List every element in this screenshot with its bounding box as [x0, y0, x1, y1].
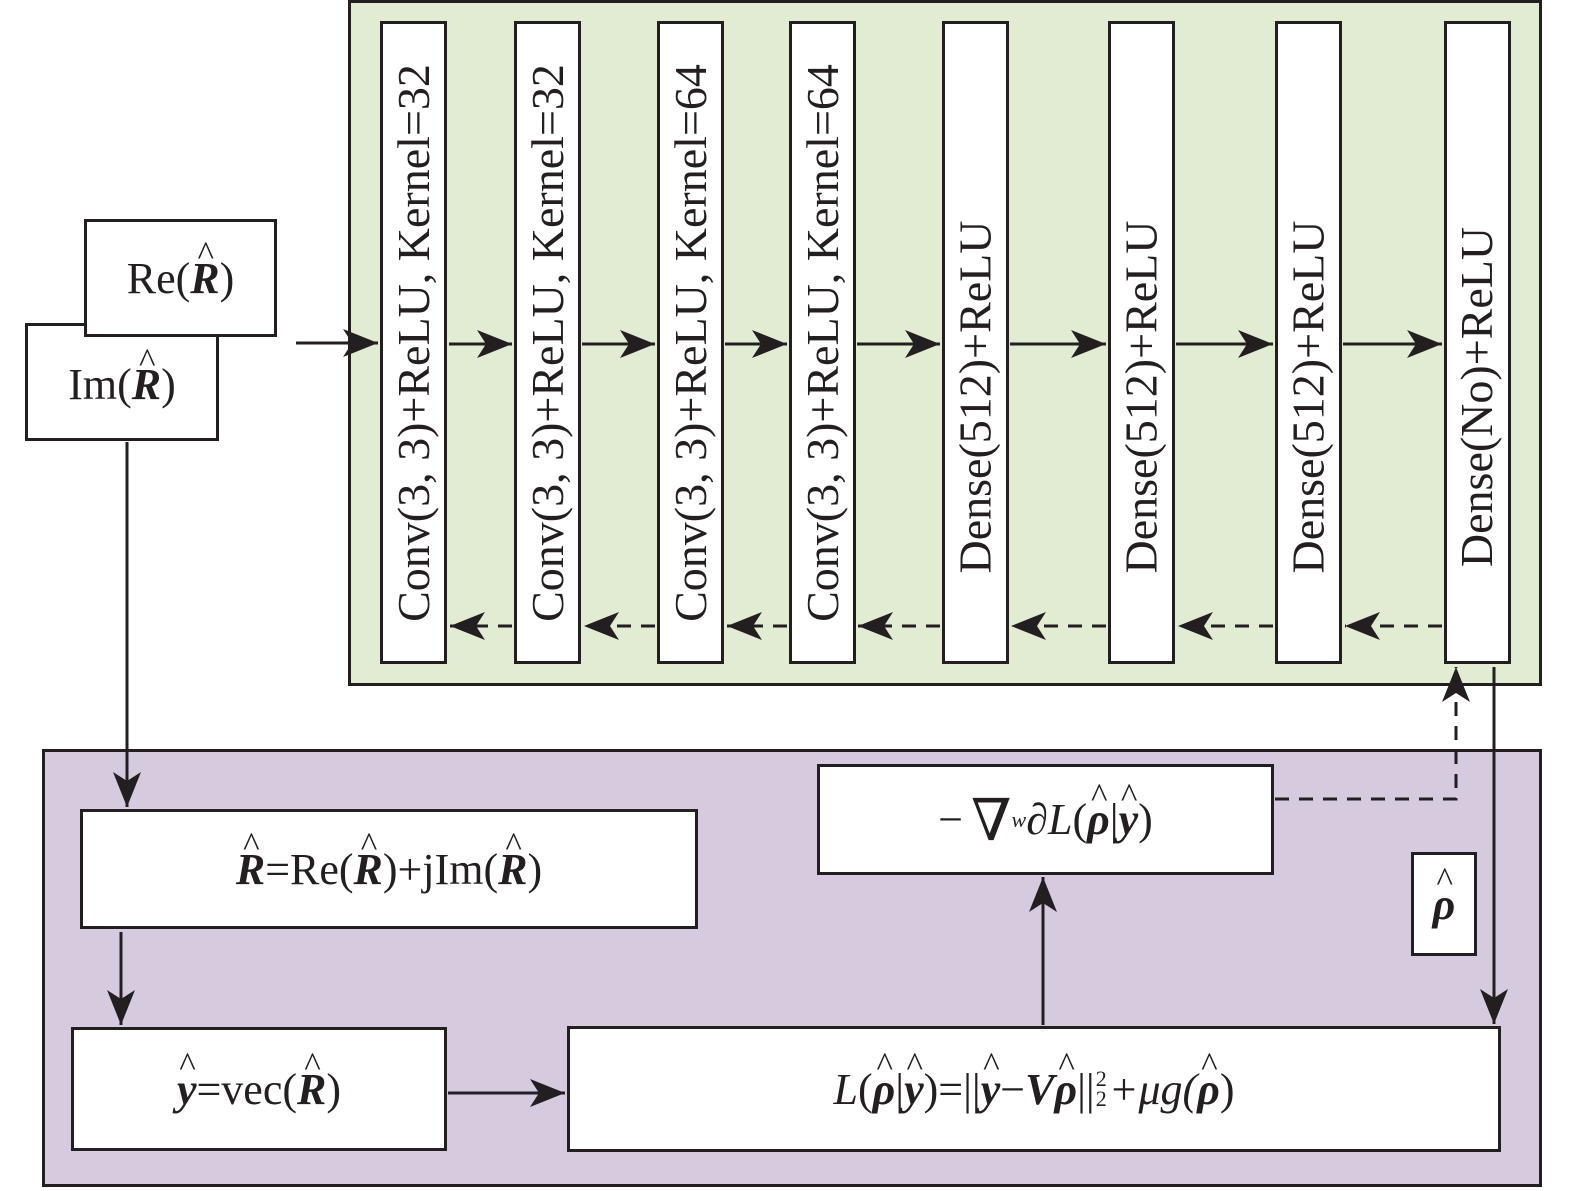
layer-conv-3: Conv(3, 3)+ReLU, Kernel=64: [657, 21, 724, 664]
layer-dense-output: Dense(No)+ReLU: [1444, 21, 1511, 664]
rho-hat-symbol: ρ: [1197, 1064, 1220, 1115]
layer-dense-3: Dense(512)+ReLU: [1275, 21, 1342, 664]
conditional-bar: |: [1109, 795, 1119, 844]
im-prefix: Im(: [68, 360, 132, 409]
layer-label: Dense(512)+ReLU: [949, 220, 1001, 574]
output-rho-box: ρ: [1411, 852, 1477, 956]
real-part-input-box: Re(R): [84, 219, 277, 337]
layer-label: Dense(No)+ReLU: [1451, 226, 1503, 568]
re-prefix: Re(: [126, 253, 191, 303]
r-hat-symbol: R: [236, 844, 265, 895]
y-hat-symbol: y: [981, 1064, 1001, 1115]
vec-operator: =vec(: [196, 1064, 298, 1114]
im-suffix: ): [161, 360, 176, 409]
nabla-icon: ∇: [971, 787, 1012, 853]
close-paren: ): [527, 844, 543, 894]
close-paren: ): [1138, 795, 1153, 844]
equals-sign: =: [265, 844, 291, 894]
minus-sign: −: [1000, 1064, 1026, 1114]
regularizer-term: +μg(: [1108, 1064, 1198, 1114]
imag-part-input-box: Im(R): [25, 323, 219, 441]
loss-function-box: L(ρ|y)=||y−Vρ||22+μg(ρ): [567, 1026, 1501, 1152]
norm-close: ||: [1077, 1064, 1095, 1114]
rho-hat-symbol: ρ: [1054, 1064, 1077, 1115]
layer-label: Conv(3, 3)+ReLU, Kernel=32: [387, 63, 439, 622]
y-hat-symbol: y: [1119, 794, 1139, 845]
gradient-box: −∇w∂L(ρ|y): [817, 764, 1274, 875]
v-matrix-symbol: V: [1025, 1064, 1055, 1114]
vectorize-box: y=vec(R): [71, 1027, 447, 1151]
norm-subscript: 2: [1095, 1086, 1107, 1111]
open-paren: (: [857, 1064, 873, 1114]
loss-symbol: L: [833, 1064, 858, 1114]
rho-hat-symbol: ρ: [873, 1064, 896, 1115]
r-hat-symbol: R: [132, 359, 161, 410]
y-hat-symbol: y: [904, 1064, 924, 1115]
r-hat-symbol: R: [190, 253, 219, 304]
partial-symbol: ∂: [1026, 795, 1048, 844]
close-paren: ): [1219, 1064, 1235, 1114]
open-paren: (: [1072, 795, 1088, 844]
close-paren: ): [326, 1064, 342, 1114]
layer-label: Conv(3, 3)+ReLU, Kernel=64: [796, 63, 848, 622]
layer-conv-4: Conv(3, 3)+ReLU, Kernel=64: [789, 21, 856, 664]
loss-symbol: L: [1047, 795, 1073, 844]
layer-conv-1: Conv(3, 3)+ReLU, Kernel=32: [380, 21, 447, 664]
layer-label: Dense(512)+ReLU: [1115, 220, 1167, 574]
weight-subscript: w: [1011, 806, 1027, 832]
rho-hat-symbol: ρ: [1433, 879, 1456, 930]
norm-superscript: 2: [1095, 1066, 1107, 1092]
rho-hat-symbol: ρ: [1087, 794, 1110, 845]
complex-combine-box: R=Re(R)+jIm(R): [80, 809, 698, 929]
re-prefix: Re(: [290, 844, 354, 894]
layer-label: Conv(3, 3)+ReLU, Kernel=32: [521, 63, 573, 622]
r-hat-symbol: R: [354, 844, 383, 895]
layer-dense-2: Dense(512)+ReLU: [1108, 21, 1175, 664]
layer-label: Dense(512)+ReLU: [1282, 220, 1334, 574]
im-prefix: )+jIm(: [382, 844, 499, 894]
equals-norm-open: )=||: [923, 1064, 981, 1114]
r-hat-symbol: R: [297, 1064, 326, 1115]
layer-dense-1: Dense(512)+ReLU: [942, 21, 1009, 664]
re-suffix: ): [219, 253, 235, 303]
y-hat-symbol: y: [177, 1064, 197, 1115]
conditional-bar: |: [895, 1064, 905, 1114]
layer-conv-2: Conv(3, 3)+ReLU, Kernel=32: [514, 21, 581, 664]
minus-sign: −: [938, 795, 964, 844]
r-hat-symbol: R: [498, 844, 527, 895]
layer-label: Conv(3, 3)+ReLU, Kernel=64: [664, 63, 716, 622]
